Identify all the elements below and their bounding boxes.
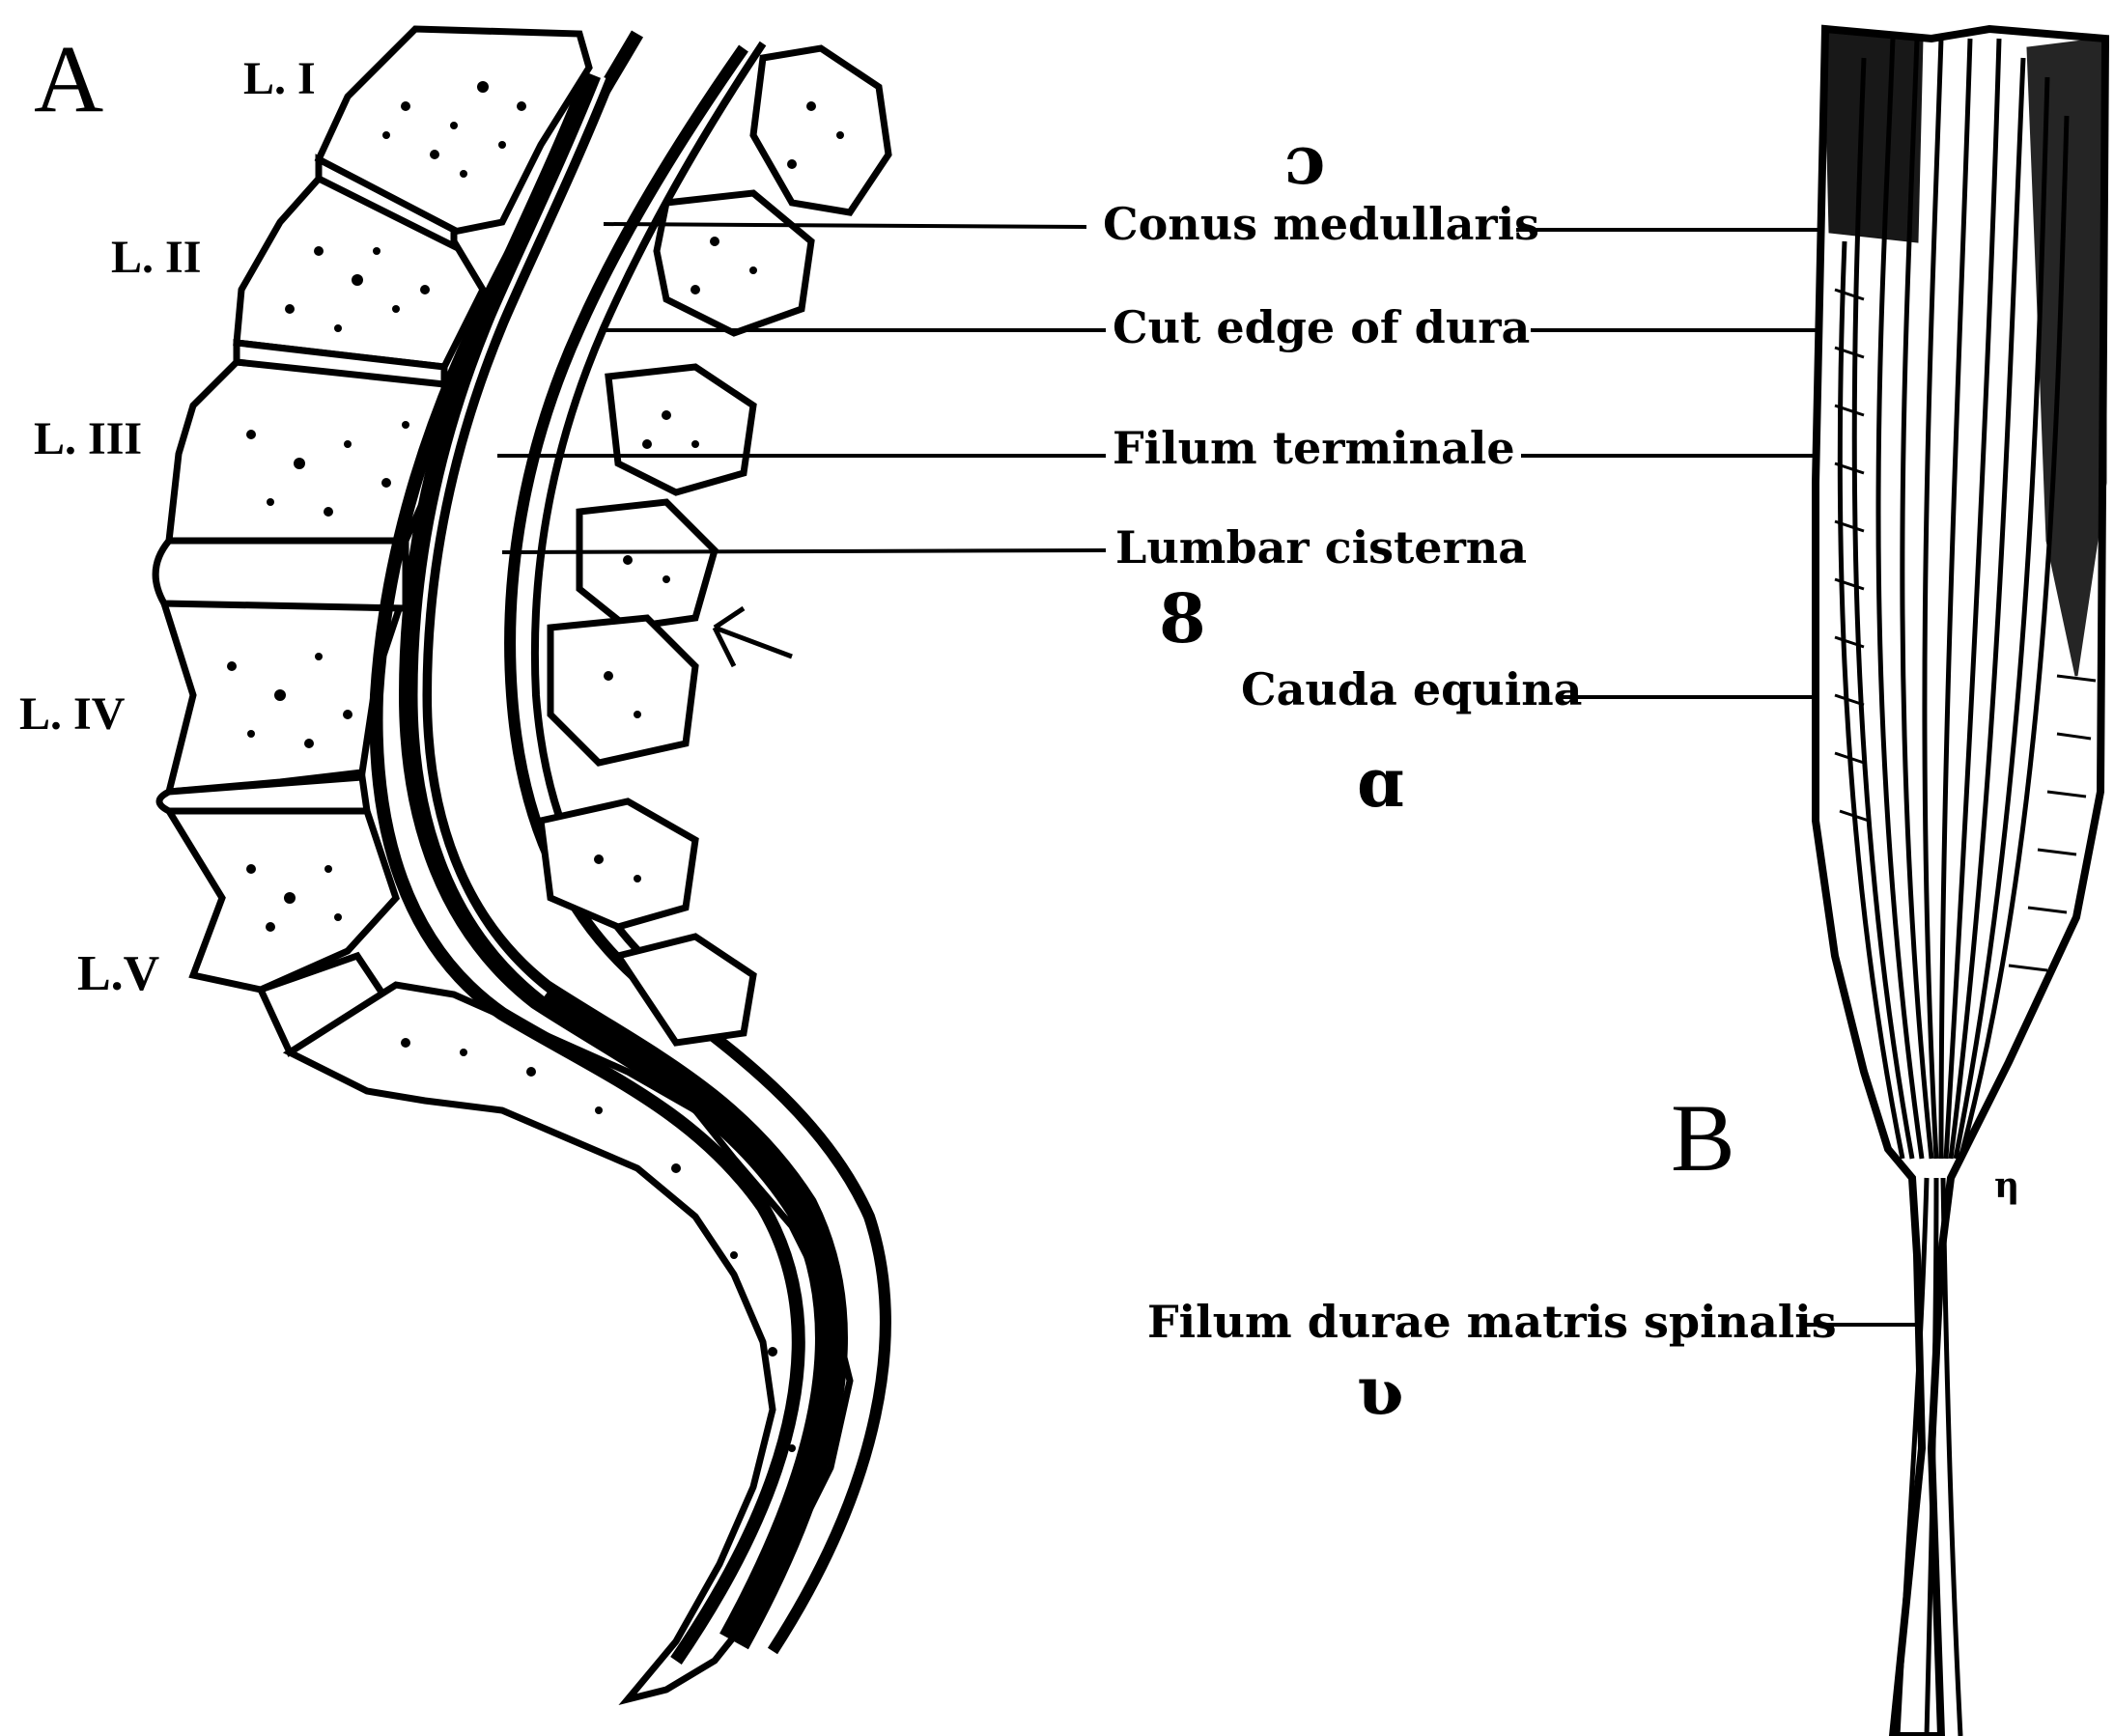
panel-b-illustration [1816,29,2105,1736]
spinous-process-4 [579,502,715,628]
leader-cisterna-a [502,550,1106,552]
panel-a-illustration [155,29,888,1699]
signature-mark: η [1994,1165,2019,1206]
vertebra-label-l4: L. IV [19,688,126,740]
dura-flap-left [1825,29,1922,241]
spinous-process-2 [657,193,811,333]
panel-label-a: A [34,25,103,132]
mark-4: ʋ [1357,1351,1404,1431]
vertebra-label-l1: L. I [243,53,316,104]
mark-1: ɔ [1284,120,1326,200]
vertebra-label-l2: L. II [111,232,201,283]
spinous-processes [541,48,888,1043]
vertebra-label-l3: L. III [34,413,142,464]
label-filum-durae: Filum durae matris spinalis [1147,1296,1837,1348]
arrow-icon [715,608,792,666]
label-filum-terminale: Filum terminale [1113,422,1515,474]
label-cauda-equina: Cauda equina [1241,663,1582,715]
spinous-process-1 [753,48,888,212]
spinous-process-6 [541,801,695,927]
mark-2: 8 [1159,578,1206,658]
vertebra-label-l5: L.V [77,946,159,1001]
label-lumbar-cisterna: Lumbar cisterna [1115,521,1527,574]
panel-label-b: B [1671,1084,1735,1191]
label-cut-edge-of-dura: Cut edge of dura [1113,301,1530,353]
spinous-process-5 [550,618,695,763]
disc-l3-l4 [155,541,406,608]
mark-3: ɑ [1357,742,1404,823]
spinous-process-3 [608,367,753,492]
label-conus-medullaris: Conus medullaris [1103,198,1539,250]
spinous-process-7 [618,937,753,1043]
